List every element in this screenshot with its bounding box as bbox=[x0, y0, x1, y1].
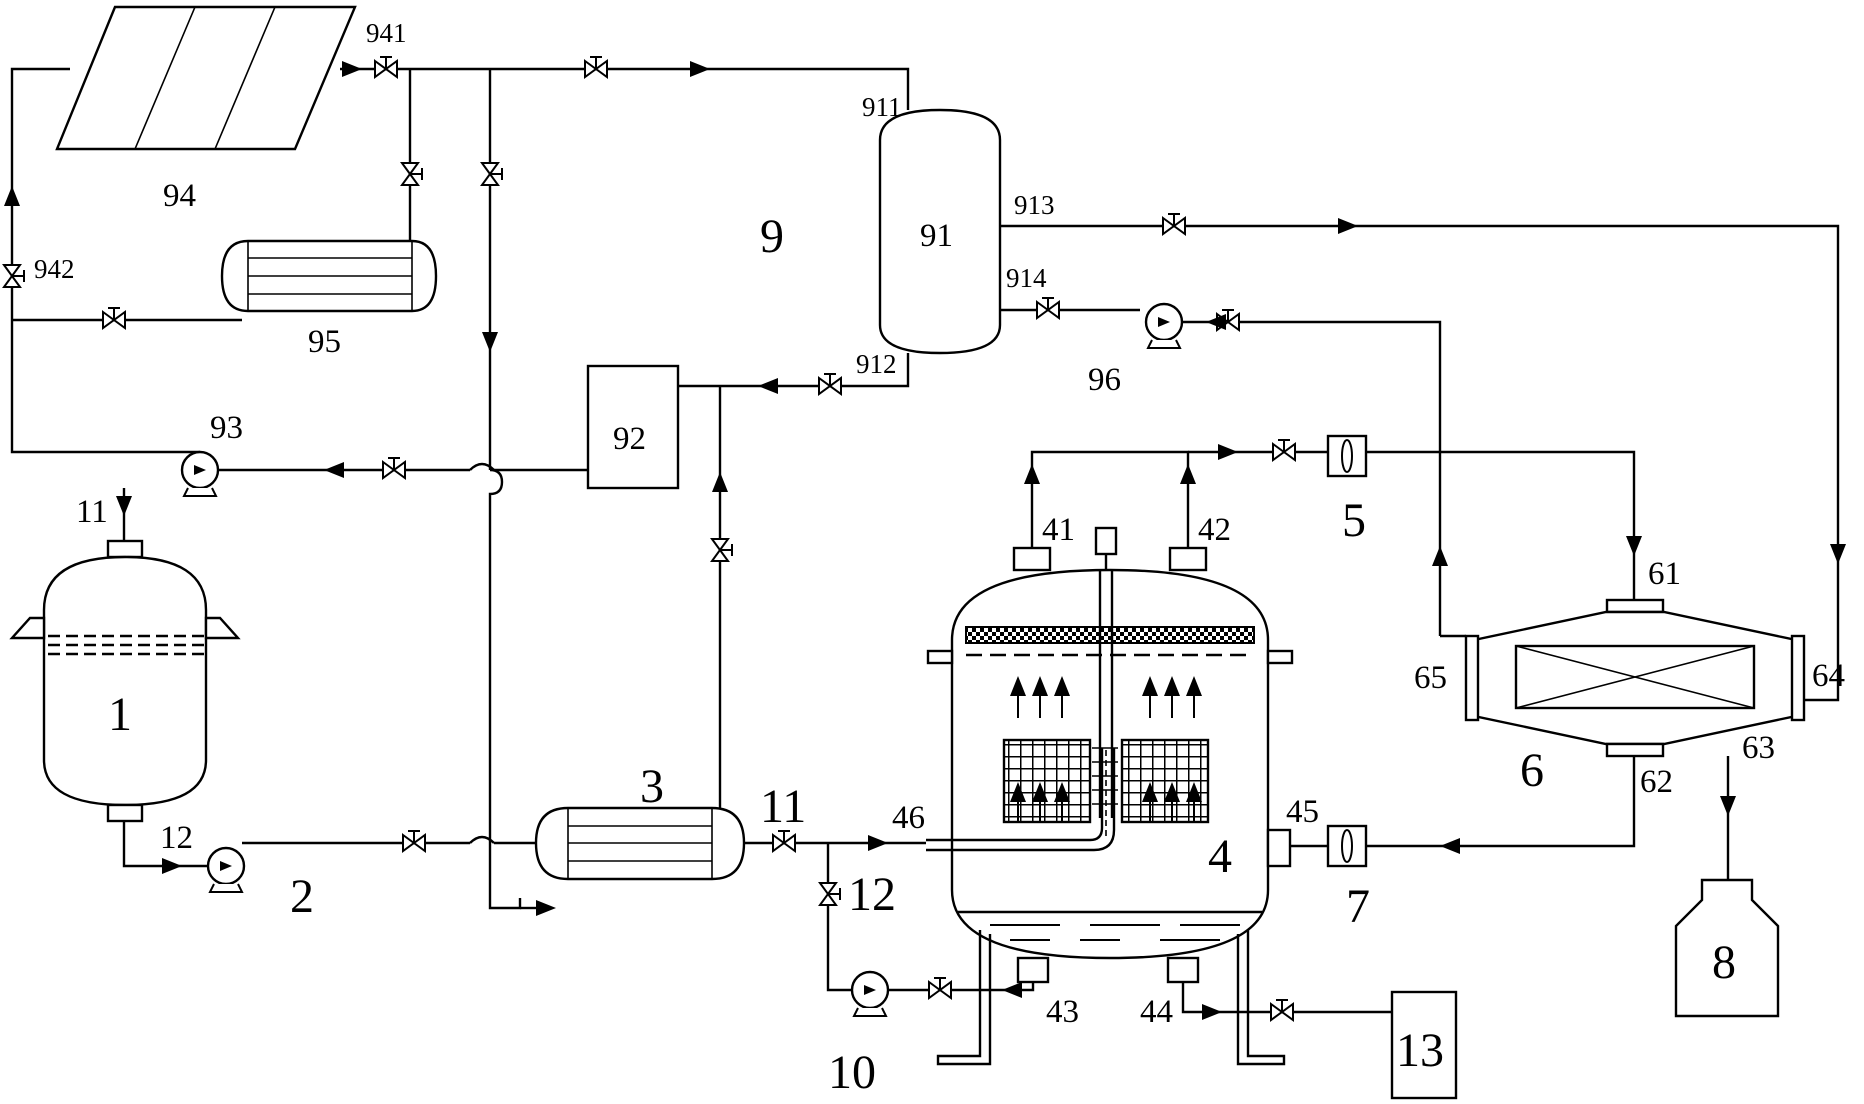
reactor-4 bbox=[926, 526, 1294, 1066]
label-13: 13 bbox=[1396, 1024, 1444, 1077]
label-911: 911 bbox=[862, 92, 902, 122]
label-12-bottom: 12 bbox=[160, 820, 193, 856]
label-61: 61 bbox=[1648, 556, 1681, 592]
label-4: 4 bbox=[1208, 830, 1232, 883]
collector-13 bbox=[1390, 990, 1458, 1100]
label-11-mid: 11 bbox=[760, 780, 806, 833]
label-5: 5 bbox=[1342, 494, 1366, 547]
heat-exchanger-3 bbox=[534, 806, 746, 881]
label-91: 91 bbox=[920, 218, 953, 254]
filter-5 bbox=[1326, 434, 1368, 478]
label-42: 42 bbox=[1198, 512, 1231, 548]
label-913: 913 bbox=[1014, 190, 1055, 220]
label-64: 64 bbox=[1812, 658, 1845, 694]
label-11-top: 11 bbox=[76, 494, 108, 530]
label-94: 94 bbox=[163, 178, 196, 214]
label-942: 942 bbox=[34, 254, 75, 284]
label-7: 7 bbox=[1346, 880, 1370, 933]
label-96: 96 bbox=[1088, 362, 1121, 398]
label-914: 914 bbox=[1006, 263, 1047, 293]
label-45: 45 bbox=[1286, 794, 1319, 830]
label-41: 41 bbox=[1042, 512, 1075, 548]
label-6: 6 bbox=[1520, 744, 1544, 797]
label-12-mid: 12 bbox=[848, 868, 896, 921]
label-3: 3 bbox=[640, 760, 664, 813]
label-62: 62 bbox=[1640, 764, 1673, 800]
label-941: 941 bbox=[366, 18, 407, 48]
label-95: 95 bbox=[308, 324, 341, 360]
dryer-6 bbox=[1464, 598, 1806, 758]
label-8: 8 bbox=[1712, 936, 1736, 989]
label-43: 43 bbox=[1046, 994, 1079, 1030]
label-2: 2 bbox=[290, 870, 314, 923]
label-44: 44 bbox=[1140, 994, 1173, 1030]
label-65: 65 bbox=[1414, 660, 1447, 696]
labels: 1 2 3 4 5 6 7 8 9 10 11 11 12 12 13 41 4… bbox=[34, 18, 1845, 1099]
unit-92 bbox=[586, 364, 680, 490]
label-92: 92 bbox=[613, 421, 646, 457]
heat-exchanger-95 bbox=[220, 239, 438, 313]
label-9: 9 bbox=[760, 210, 784, 263]
label-1: 1 bbox=[108, 688, 132, 741]
label-912: 912 bbox=[856, 349, 897, 379]
label-10: 10 bbox=[828, 1046, 876, 1099]
label-46: 46 bbox=[892, 800, 925, 836]
label-63: 63 bbox=[1742, 730, 1775, 766]
solar-collector-94 bbox=[55, 5, 357, 151]
label-93: 93 bbox=[210, 410, 243, 446]
feed-tank-1 bbox=[9, 539, 241, 823]
storage-tank-91 bbox=[878, 108, 1002, 355]
product-bottle-8 bbox=[1674, 878, 1780, 1018]
filter-7 bbox=[1326, 824, 1368, 868]
